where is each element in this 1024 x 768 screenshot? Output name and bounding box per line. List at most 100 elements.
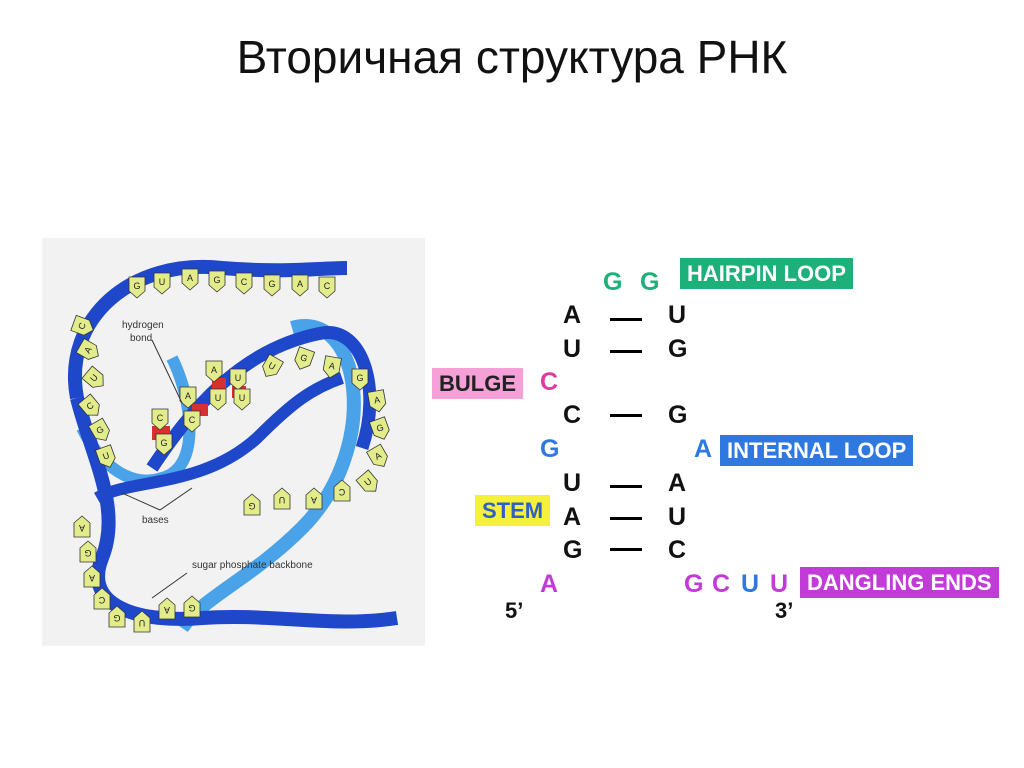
base-pentagon: G — [128, 276, 146, 299]
base-letter: G — [160, 438, 167, 448]
base-letter: A — [328, 361, 336, 372]
base-letter: G — [299, 352, 309, 364]
five-prime-label: 5’ — [505, 598, 524, 623]
right-strand-base: A — [668, 469, 687, 497]
left-strand-base: G — [563, 536, 583, 564]
base-pentagon: C — [77, 393, 100, 416]
backbone-light-strand — [176, 319, 361, 633]
base-letter: A — [79, 523, 85, 533]
base-letter: A — [164, 605, 170, 615]
base-letter: C — [157, 413, 164, 423]
dangling-3-base: U — [741, 570, 760, 598]
base-letter: U — [267, 360, 278, 372]
base-pentagon: U — [153, 272, 171, 295]
base-letter: A — [297, 279, 303, 289]
base-pentagon: U — [273, 487, 291, 510]
base-pentagon: A — [181, 268, 199, 291]
backbone-helix-strand-2 — [94, 372, 344, 504]
base-letter: G — [133, 281, 140, 291]
base-pentagon: C — [183, 410, 201, 433]
base-pentagon: A — [83, 565, 101, 588]
base-letter: G — [356, 373, 363, 383]
base-letter: G — [188, 603, 195, 613]
backbone-bottom-strand — [70, 396, 399, 629]
base-letter: A — [211, 365, 217, 375]
base-letter: U — [88, 372, 100, 383]
hairpin-base: G — [603, 268, 623, 296]
base-letter: C — [324, 281, 331, 291]
base-letter: G — [375, 422, 385, 434]
left-strand-base: C — [563, 401, 582, 429]
left-strand-base: U — [563, 335, 582, 363]
base-pentagon: U — [355, 469, 378, 492]
base-pentagon: C — [318, 276, 336, 299]
backbone-top-strand — [68, 259, 348, 400]
base-letter: G — [94, 424, 105, 436]
base-letter: U — [235, 373, 242, 383]
base-letter: A — [311, 495, 317, 505]
base-pentagon: G — [243, 493, 261, 516]
internal-loop-base: G — [540, 435, 560, 463]
base-pentagon: U — [229, 368, 247, 391]
base-pentagon: A — [291, 274, 309, 297]
base-pentagon: U — [233, 388, 251, 411]
bases-label: bases — [142, 515, 169, 526]
dangling-5-base: A — [540, 570, 559, 598]
base-letter: U — [139, 618, 146, 628]
base-letter: C — [189, 415, 196, 425]
base-letter: A — [373, 395, 381, 406]
internal-loop-base: A — [694, 435, 713, 463]
base-letter: G — [248, 501, 255, 511]
base-pentagon: G — [294, 346, 316, 370]
base-pentagon: A — [75, 338, 99, 360]
base-pentagon: G — [108, 605, 126, 628]
base-pentagon: A — [73, 515, 91, 538]
bulge-base: C — [540, 368, 559, 396]
base-pentagon: A — [366, 443, 388, 467]
base-letter: U — [215, 393, 222, 403]
base-letter: U — [239, 393, 246, 403]
base-letter: C — [338, 487, 345, 497]
base-pentagon: U — [81, 365, 104, 388]
base-letter: U — [279, 495, 286, 505]
left-strand-base: A — [563, 503, 582, 531]
bulge-tag: BULGE — [432, 368, 523, 400]
base-pentagon: U — [133, 610, 151, 633]
dangling-3-base: C — [712, 570, 731, 598]
base-pentagon: C — [151, 408, 169, 431]
base-pentagon: G — [79, 540, 97, 563]
hairpin-loop-tag: HAIRPIN LOOP — [680, 258, 853, 290]
page-title: Вторичная структура РНК — [236, 31, 788, 83]
base-pentagon: C — [235, 272, 253, 295]
base-letter: A — [187, 273, 193, 283]
bases-pointer — [121, 492, 161, 511]
base-letter: G — [268, 279, 275, 289]
hbond-pointer — [151, 339, 183, 404]
right-strand-base: G — [668, 335, 688, 363]
right-strand-base: U — [668, 301, 687, 329]
base-letter: A — [185, 391, 191, 401]
base-letter: G — [213, 275, 220, 285]
base-pair-bond — [610, 485, 642, 488]
right-strand-base: C — [668, 536, 687, 564]
base-pentagon: A — [305, 487, 323, 510]
stem-tag: STEM — [475, 495, 551, 527]
base-pair-bond — [610, 414, 642, 417]
base-letter: A — [373, 450, 383, 462]
base-pentagon: A — [322, 355, 342, 379]
left-strand-base: A — [563, 301, 582, 329]
backbone-label: sugar phosphate backbone — [192, 560, 313, 571]
base-letter: U — [362, 476, 373, 488]
backbone-pointer — [151, 572, 188, 599]
base-pentagon: G — [368, 416, 390, 440]
base-pentagon: G — [263, 274, 281, 297]
base-pair-bond — [610, 318, 642, 321]
base-pair-bond — [610, 517, 642, 520]
base-letter: U — [159, 277, 166, 287]
base-letter: A — [89, 573, 95, 583]
base-pentagon: A — [205, 360, 223, 383]
dangling-3-base: U — [770, 570, 789, 598]
